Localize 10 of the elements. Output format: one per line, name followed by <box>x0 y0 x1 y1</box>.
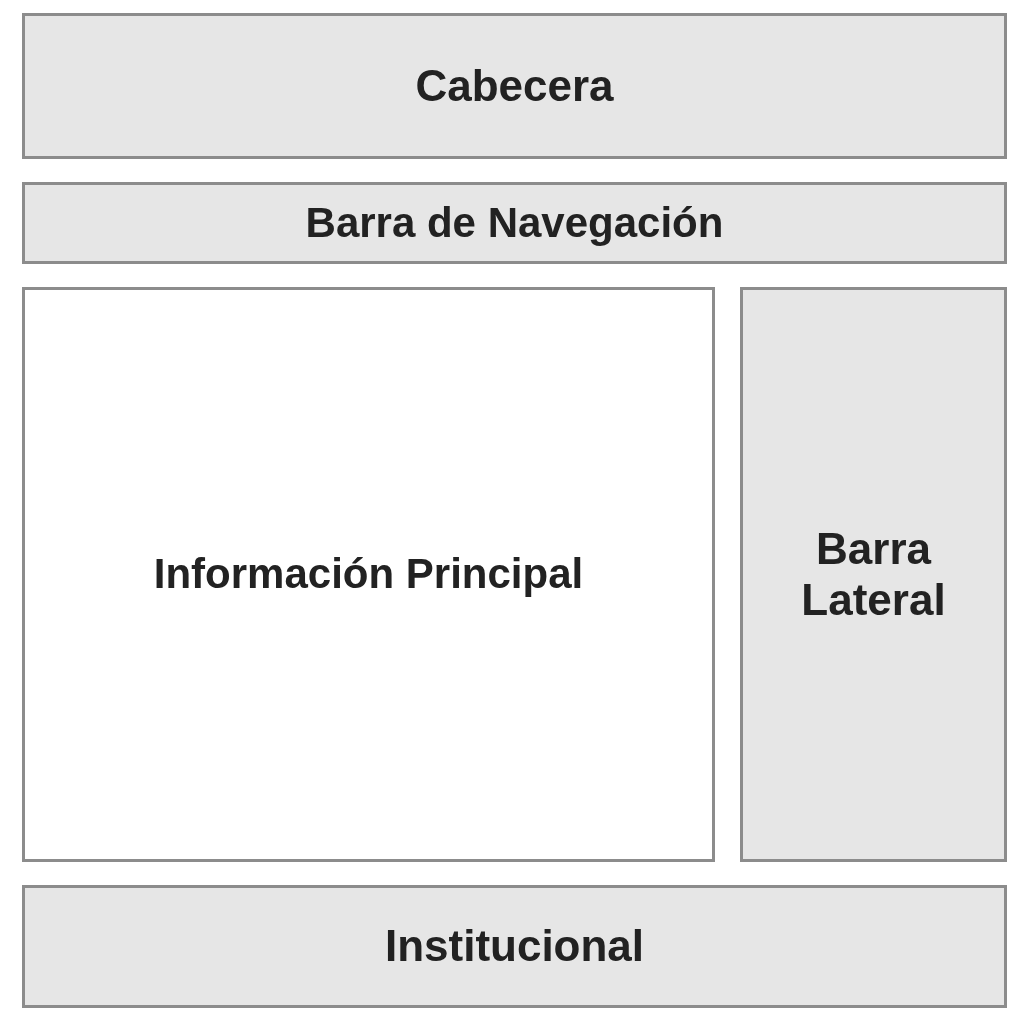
block-label: Barra Lateral <box>800 523 947 626</box>
block-label: Institucional <box>383 921 646 972</box>
footer-block <box>22 885 1007 1008</box>
main-content-block <box>22 287 715 862</box>
block-label: Cabecera <box>414 60 615 112</box>
header-block <box>22 13 1007 159</box>
sidebar-block <box>740 287 1007 862</box>
block-label: Barra de Navegación <box>304 198 725 248</box>
navigation-bar-block <box>22 182 1007 264</box>
block-label: Información Principal <box>152 550 585 599</box>
